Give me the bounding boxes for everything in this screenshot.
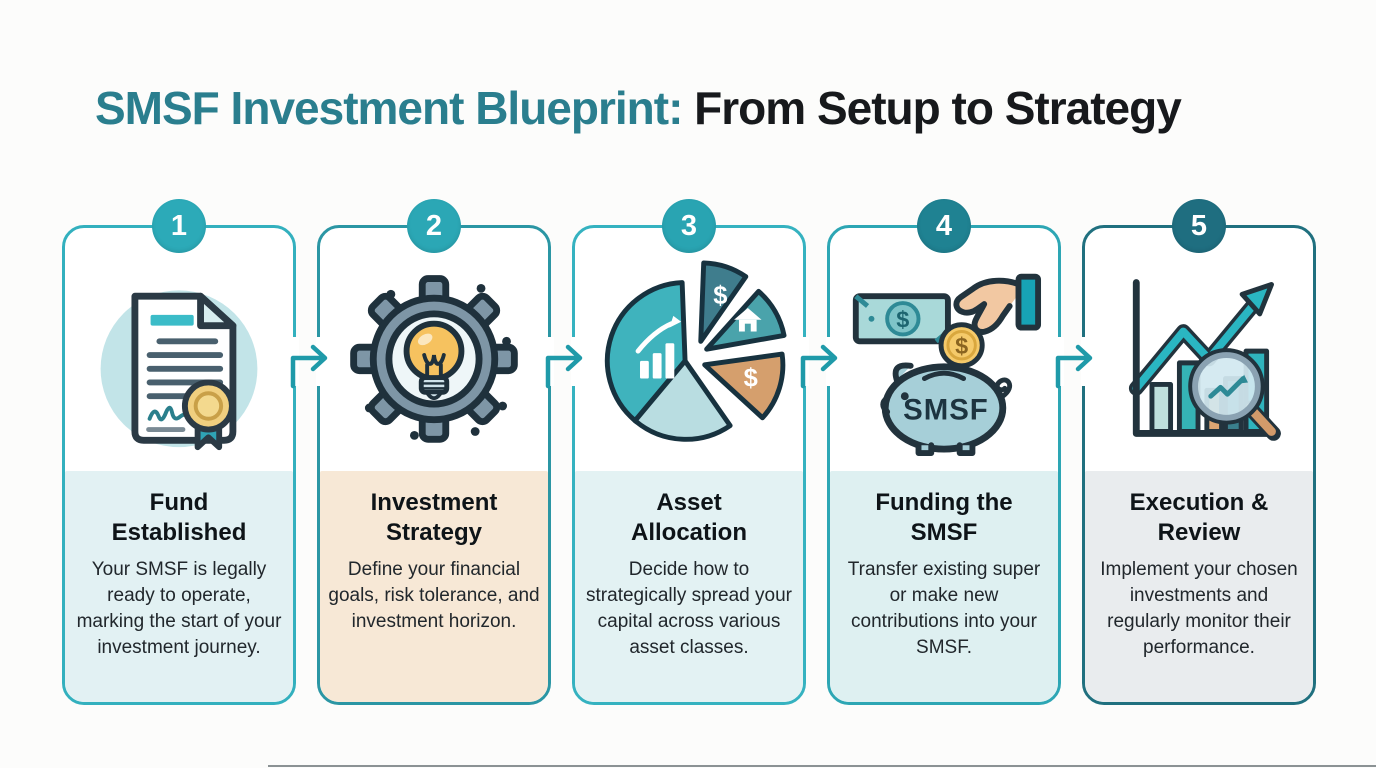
flow-arrow-icon	[545, 344, 583, 389]
step-number-badge: 1	[152, 199, 206, 253]
step-panel: Execution & Review Implement your chosen…	[1085, 471, 1313, 702]
border-gap	[1057, 337, 1064, 386]
border-gap	[802, 337, 809, 386]
step-description: Implement your chosen investments and re…	[1100, 559, 1298, 659]
pie-chart-icon: $ $	[575, 228, 803, 471]
step-panel: Fund Established Your SMSF is legally re…	[65, 471, 293, 702]
step-card-fund-established: 1 Fund Established Your SMSF is legally …	[62, 199, 296, 705]
step-number: 4	[935, 209, 953, 242]
step-panel: Funding the SMSF Transfer existing super…	[830, 471, 1058, 702]
title-rest: From Setup to Strategy	[682, 82, 1182, 134]
title-highlight: SMSF Investment Blueprint:	[95, 82, 683, 134]
step-number-badge: 5	[1172, 199, 1226, 253]
step-number: 5	[1190, 209, 1208, 242]
flow-arrow-icon	[1055, 344, 1093, 389]
flow-arrow-icon	[290, 344, 328, 389]
step-title: Funding the SMSF	[875, 489, 1013, 546]
step-description: Your SMSF is legally ready to operate, m…	[76, 559, 282, 659]
gear-lightbulb-icon	[320, 228, 548, 471]
step-panel: Asset Allocation Decide how to strategic…	[575, 471, 803, 702]
step-number: 1	[170, 209, 188, 242]
step-number-badge: 2	[407, 199, 461, 253]
svg-text:$: $	[713, 282, 727, 310]
flow-arrow-icon	[800, 344, 838, 389]
step-description: Define your financial goals, risk tolera…	[328, 559, 540, 633]
step-title: Execution & Review	[1129, 489, 1269, 546]
step-description: Transfer existing super or make new cont…	[847, 559, 1041, 659]
step-card-execution-review: 5 Execution & Review Implement your chos…	[1082, 199, 1316, 705]
border-gap	[547, 337, 554, 386]
bottom-edge-line	[268, 765, 1376, 767]
step-number-badge: 4	[917, 199, 971, 253]
step-card-asset-allocation: 3 $ $ Asse	[572, 199, 806, 705]
step-description: Decide how to strategically spread your …	[586, 559, 792, 659]
svg-text:$: $	[896, 306, 909, 332]
step-number-badge: 3	[662, 199, 716, 253]
border-gap	[292, 337, 299, 386]
svg-text:SMSF: SMSF	[903, 393, 989, 426]
svg-text:$: $	[955, 333, 968, 359]
svg-text:$: $	[744, 364, 758, 392]
certificate-seal-icon	[65, 228, 293, 471]
step-card-investment-strategy: 2	[317, 199, 551, 705]
step-title: Investment Strategy	[370, 489, 498, 546]
step-title: Asset Allocation	[630, 489, 747, 546]
step-number: 2	[425, 209, 443, 242]
page-title: SMSF Investment Blueprint: From Setup to…	[95, 82, 1182, 134]
piggy-bank-icon: $ $ SMSF	[830, 228, 1058, 471]
step-panel: Investment Strategy Define your financia…	[320, 471, 548, 702]
step-card-funding-the-smsf: 4 $ $ SMSF Funding the SMSF	[827, 199, 1061, 705]
growth-magnifier-icon	[1085, 228, 1313, 471]
step-title: Fund Established	[111, 489, 247, 546]
step-number: 3	[680, 209, 698, 242]
